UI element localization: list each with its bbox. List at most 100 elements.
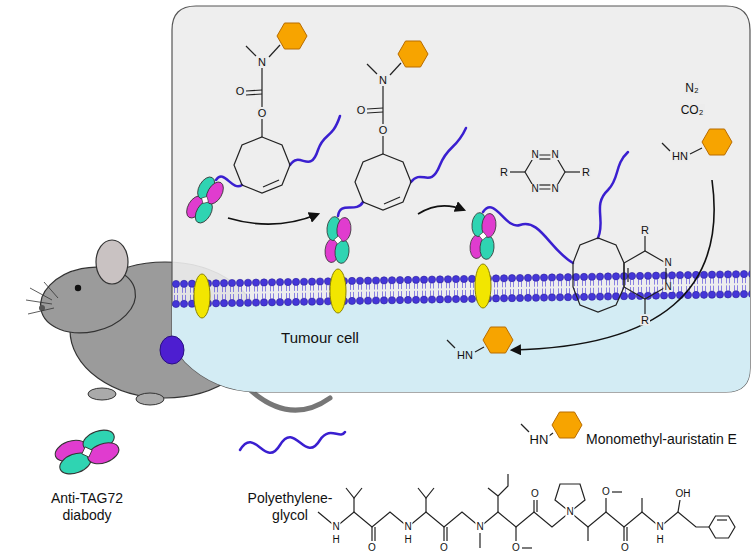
arrow	[228, 214, 318, 224]
lipid-head	[700, 291, 707, 298]
lipid-head	[676, 292, 683, 299]
lipid-tail	[327, 284, 330, 298]
lipid-head	[740, 291, 747, 298]
lipid-head	[356, 277, 363, 284]
lipid-tail	[735, 277, 738, 291]
pyridazine	[624, 251, 666, 299]
lipid-head	[364, 297, 371, 304]
peg	[338, 202, 363, 216]
lipid-tail	[519, 281, 522, 295]
diabody	[52, 426, 121, 478]
lipid-head	[172, 280, 179, 287]
arrow	[418, 206, 464, 214]
double-bond	[263, 180, 279, 187]
lipid-tail	[263, 285, 266, 299]
arrow	[512, 180, 714, 350]
lipid-head	[628, 272, 635, 279]
lipid-head	[548, 274, 555, 281]
double-bond	[627, 268, 628, 282]
legend-label: Polyethylene- glycol	[240, 490, 340, 524]
lipid-head	[436, 296, 443, 303]
atom-label: CO₂	[680, 104, 705, 116]
atom-label: N₂	[684, 82, 699, 94]
lipid-head	[748, 270, 754, 277]
lipid-head	[636, 272, 643, 279]
lipid-head	[412, 296, 419, 303]
mmae-atom: N	[331, 522, 340, 532]
diabody	[183, 174, 227, 226]
peg	[411, 128, 466, 182]
lipid-head	[556, 274, 563, 281]
lipid-head	[604, 293, 611, 300]
bond	[246, 90, 262, 91]
atom-label: O	[235, 86, 246, 97]
lipid-head	[716, 271, 723, 278]
bond	[522, 547, 532, 548]
bond	[446, 527, 447, 541]
lipid-tail	[311, 285, 314, 299]
lipid-tail	[535, 281, 538, 295]
lipid-head	[268, 299, 275, 306]
cyclooctane	[573, 238, 624, 312]
isopropyl	[418, 488, 434, 498]
lipid-head	[748, 290, 754, 297]
lipid-tail	[351, 284, 354, 298]
cyclooctene	[234, 137, 290, 193]
bond	[641, 498, 642, 512]
lipid-head	[396, 276, 403, 283]
lipid-head	[444, 296, 451, 303]
lipid-head	[404, 276, 411, 283]
lipid-tail	[191, 287, 194, 301]
bond	[425, 498, 426, 512]
lipid-head	[404, 296, 411, 303]
lipid-tail	[223, 286, 226, 300]
lipid-head	[428, 296, 435, 303]
lipid-head	[612, 273, 619, 280]
double-bond	[539, 158, 551, 159]
lipid-head	[716, 291, 723, 298]
atom-label: HN	[671, 151, 689, 162]
lipid-head	[180, 280, 187, 287]
lipid-tail	[295, 285, 298, 299]
lipid-tail	[471, 282, 474, 296]
lipid-head	[284, 298, 291, 305]
diabody	[469, 212, 497, 260]
lipid-head	[564, 294, 571, 301]
lipid-head	[452, 276, 459, 283]
lipid-tail	[175, 287, 178, 301]
lipid-tail	[599, 280, 602, 294]
lipid-head	[468, 295, 475, 302]
bond	[390, 63, 401, 75]
lipid-tail	[615, 279, 618, 293]
mouse-eye	[75, 285, 81, 291]
peg	[598, 152, 628, 238]
lipid-head	[660, 292, 667, 299]
lipid-tail	[359, 284, 362, 298]
atom-label: HN	[456, 350, 474, 361]
bond	[246, 46, 256, 56]
lipid-head	[460, 275, 467, 282]
lipid-head	[244, 299, 251, 306]
lipid-head	[220, 300, 227, 307]
atom-label: N	[550, 184, 559, 194]
lipid-head	[412, 276, 419, 283]
mmae-atom: O	[620, 543, 630, 553]
lipid-tail	[439, 282, 442, 296]
antigen	[475, 264, 491, 308]
lipid-tail	[583, 280, 586, 294]
peg	[240, 432, 345, 453]
peg	[483, 207, 573, 263]
lipid-tail	[647, 279, 650, 293]
lipid-head	[740, 271, 747, 278]
mmae-chain	[318, 512, 709, 527]
atom-label: O	[378, 125, 389, 136]
lipid-head	[668, 272, 675, 279]
bond	[587, 527, 588, 541]
lipid-head	[524, 294, 531, 301]
lipid-head	[372, 297, 379, 304]
sec-butyl	[498, 474, 508, 512]
lipid-head	[516, 294, 523, 301]
lipid-head	[236, 299, 243, 306]
mmae-atom: H	[655, 535, 664, 545]
